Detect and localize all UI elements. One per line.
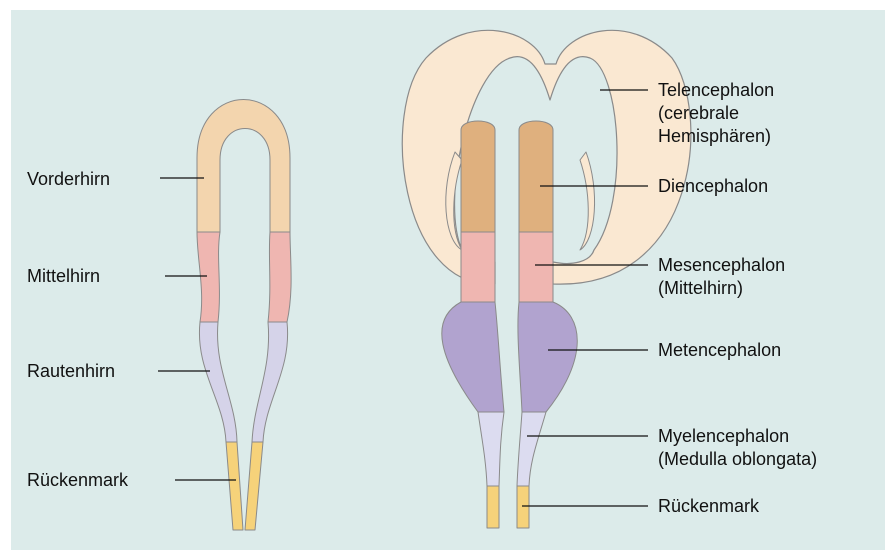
telencephalon-inner-right [580,152,595,250]
label-telencephalon: Telencephalon (cerebrale Hemisphären) [658,79,774,148]
label-diencephalon: Diencephalon [658,175,768,198]
label-mesencephalon-line1: Mesencephalon [658,254,785,277]
label-myelencephalon-line2: (Medulla oblongata) [658,448,817,471]
rautenhirn-region-left [199,322,237,442]
neural-tube-five-vesicle [402,30,691,528]
label-myelencephalon-line1: Myelencephalon [658,425,817,448]
label-mesencephalon-line2: (Mittelhirn) [658,277,785,300]
myelencephalon-region-right [517,412,546,486]
label-telencephalon-line3: Hemisphären) [658,125,774,148]
rueckenmark-region-left [226,442,243,530]
mesencephalon-region-right [519,232,553,302]
mittelhirn-region-right [268,232,291,322]
label-vorderhirn: Vorderhirn [27,168,110,191]
label-rautenhirn: Rautenhirn [27,360,115,383]
label-telencephalon-line2: (cerebrale [658,102,774,125]
label-metencephalon: Metencephalon [658,339,781,362]
mesencephalon-region-left [461,232,495,302]
label-mesencephalon: Mesencephalon (Mittelhirn) [658,254,785,300]
myelencephalon-region-left [478,412,504,486]
metencephalon-region-left [442,302,504,412]
vorderhirn-region [197,100,290,233]
diencephalon-region-right [519,121,553,232]
rueckenmark-region-right [245,442,263,530]
diencephalon-region-left [461,121,495,232]
label-telencephalon-line1: Telencephalon [658,79,774,102]
metencephalon-region-right [518,302,577,412]
label-myelencephalon: Myelencephalon (Medulla oblongata) [658,425,817,471]
rueckenmark-region-2-right [517,486,529,528]
label-mittelhirn: Mittelhirn [27,265,100,288]
label-rueckenmark-left: Rückenmark [27,469,128,492]
neural-tube-early [197,100,291,531]
rautenhirn-region-right [252,322,288,442]
label-rueckenmark-right: Rückenmark [658,495,759,518]
rueckenmark-region-2-left [487,486,499,528]
mittelhirn-region-left [197,232,220,322]
